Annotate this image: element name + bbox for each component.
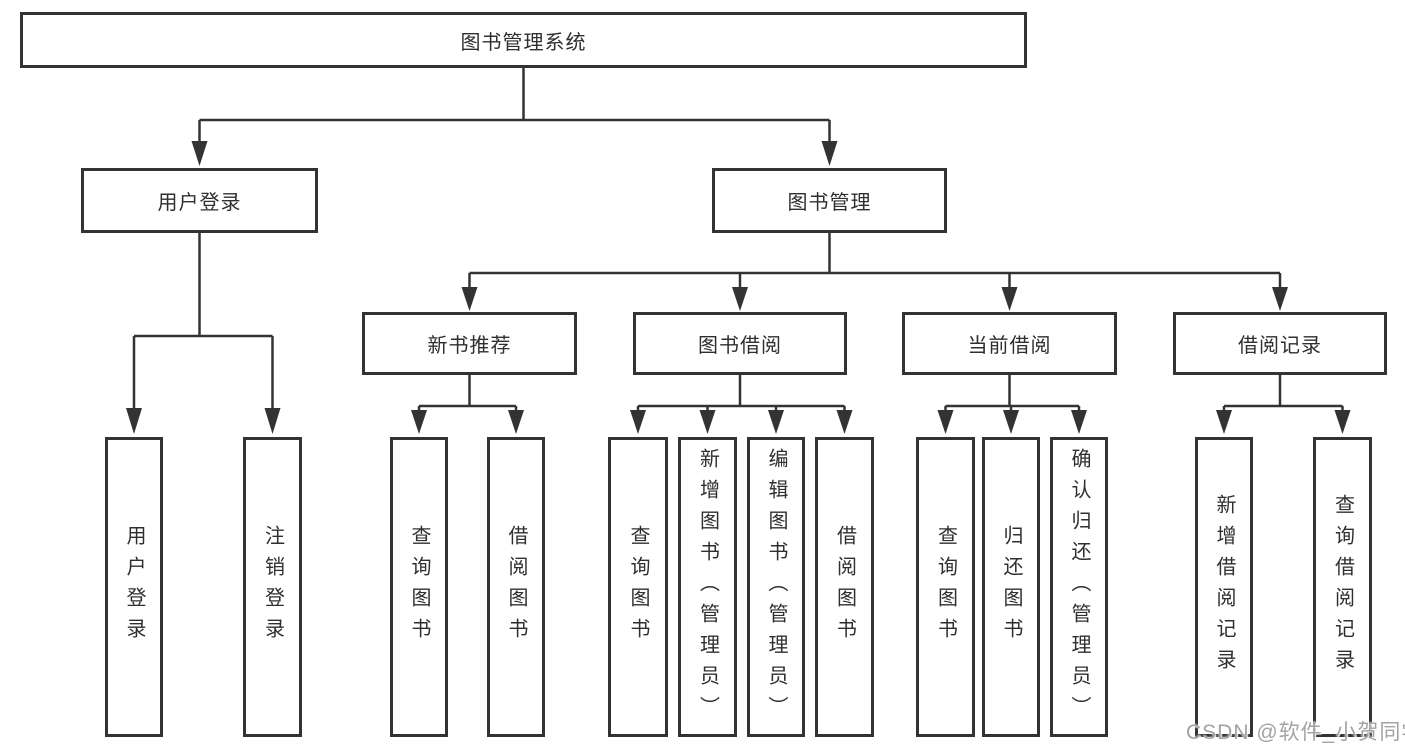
- leaf-query-borrow-record: 查询借阅记录: [1313, 437, 1372, 737]
- leaf-return-book: 归还图书: [982, 437, 1040, 737]
- leaf-label: 新增借阅记录: [1213, 494, 1235, 680]
- arrowhead-icon: [821, 141, 838, 166]
- node-borrow-record: 借阅记录: [1173, 312, 1387, 375]
- leaf-label: 查询图书: [934, 525, 957, 649]
- leaf-query-book-2: 查询图书: [608, 437, 668, 737]
- node-current-borrow: 当前借阅: [902, 312, 1117, 375]
- leaf-label: 确认归还（管理员）: [1068, 447, 1090, 727]
- leaf-query-book-3: 查询图书: [916, 437, 975, 737]
- node-root: 图书管理系统: [20, 12, 1027, 68]
- arrowhead-icon: [1003, 410, 1019, 434]
- leaf-label: 用户登录: [123, 525, 145, 649]
- leaf-label: 注销登录: [261, 525, 284, 649]
- leaf-add-book-admin: 新增图书（管理员）: [678, 437, 737, 737]
- node-book-management: 图书管理: [712, 168, 947, 233]
- arrowhead-icon: [1272, 287, 1288, 311]
- node-label: 当前借阅: [967, 335, 1052, 357]
- arrowhead-icon: [411, 410, 427, 434]
- leaf-add-borrow-record: 新增借阅记录: [1195, 437, 1253, 737]
- arrowhead-icon: [508, 410, 524, 434]
- node-root-label: 图书管理系统: [460, 31, 587, 54]
- node-label: 图书借阅: [698, 335, 782, 357]
- leaf-borrow-book-1: 借阅图书: [487, 437, 545, 737]
- leaf-logout: 注销登录: [243, 437, 302, 737]
- arrowhead-icon: [264, 408, 281, 434]
- arrowhead-icon: [836, 410, 853, 434]
- arrowhead-icon: [630, 410, 646, 434]
- leaf-label: 归还图书: [1000, 525, 1022, 649]
- arrowhead-icon: [732, 287, 748, 311]
- leaf-borrow-book-2: 借阅图书: [815, 437, 874, 737]
- leaf-label: 查询借阅记录: [1331, 494, 1354, 680]
- arrowhead-icon: [191, 141, 208, 166]
- leaf-confirm-return-admin: 确认归还（管理员）: [1050, 437, 1108, 737]
- arrowhead-icon: [768, 410, 784, 434]
- leaf-user-login: 用户登录: [105, 437, 163, 737]
- leaf-label: 查询图书: [408, 525, 430, 649]
- leaf-label: 新增图书（管理员）: [696, 447, 719, 727]
- node-label: 用户登录: [157, 192, 242, 214]
- arrowhead-icon: [126, 408, 142, 434]
- node-label: 新书推荐: [427, 335, 512, 357]
- leaf-label: 借阅图书: [833, 525, 856, 649]
- node-label: 图书管理: [787, 192, 872, 214]
- arrowhead-icon: [1071, 410, 1087, 434]
- arrowhead-icon: [937, 410, 954, 434]
- leaf-label: 查询图书: [627, 525, 649, 649]
- node-user-login: 用户登录: [81, 168, 318, 233]
- leaf-label: 编辑图书（管理员）: [765, 447, 787, 727]
- node-book-borrow: 图书借阅: [633, 312, 847, 375]
- arrowhead-icon: [1001, 287, 1018, 311]
- arrowhead-icon: [1334, 410, 1351, 434]
- node-new-book-recommend: 新书推荐: [362, 312, 577, 375]
- leaf-label: 借阅图书: [505, 525, 527, 649]
- leaf-query-book-1: 查询图书: [390, 437, 448, 737]
- arrowhead-icon: [1216, 410, 1232, 434]
- leaf-edit-book-admin: 编辑图书（管理员）: [747, 437, 805, 737]
- arrowhead-icon: [461, 287, 478, 311]
- watermark: CSDN @软件_小贺同学: [1186, 721, 1405, 744]
- node-label: 借阅记录: [1238, 335, 1322, 357]
- arrowhead-icon: [699, 410, 716, 434]
